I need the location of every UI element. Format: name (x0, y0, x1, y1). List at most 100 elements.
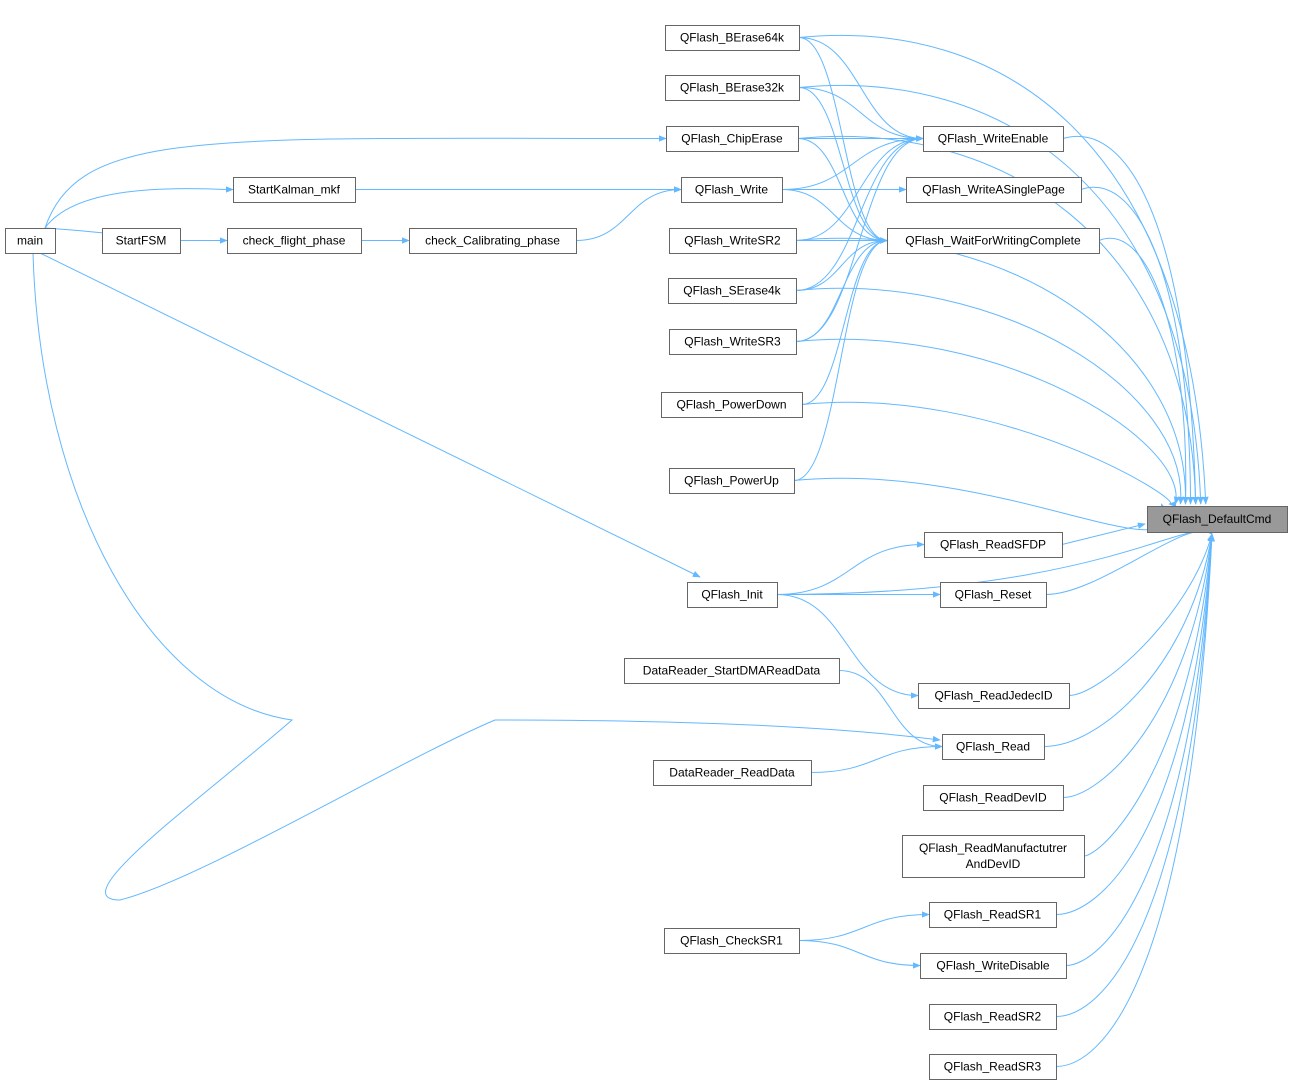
edge-WriteDisable-to-DefaultCmd (1065, 533, 1215, 966)
node-box (661, 392, 803, 418)
node-label: StartKalman_mkf (248, 183, 341, 197)
node-label: QFlash_ReadSR3 (944, 1060, 1042, 1074)
node-CheckSR1[interactable]: QFlash_CheckSR1 (664, 928, 800, 954)
node-SErase4k[interactable]: QFlash_SErase4k (668, 278, 797, 304)
node-ReadSR1[interactable]: QFlash_ReadSR1 (929, 902, 1057, 928)
node-box (687, 582, 778, 608)
edge-ReadJedecID-to-DefaultCmd (1068, 533, 1214, 696)
node-box (5, 228, 56, 254)
node-label: QFlash_ReadSFDP (940, 538, 1046, 552)
edge-main-to-StartKalman_mkf (44, 186, 234, 229)
node-label-line: QFlash_ReadManufactutrer (919, 841, 1067, 855)
node-label: DataReader_StartDMAReadData (643, 664, 821, 678)
node-label: QFlash_Read (956, 740, 1030, 754)
node-box (669, 228, 797, 254)
node-box (906, 177, 1082, 203)
node-box (669, 329, 797, 355)
node-label: QFlash_Write (695, 183, 768, 197)
node-check_flight_phase[interactable]: check_flight_phase (227, 228, 362, 254)
node-main[interactable]: main (5, 228, 56, 254)
node-box (920, 953, 1067, 979)
node-box (929, 902, 1057, 928)
node-WriteSR2[interactable]: QFlash_WriteSR2 (669, 228, 797, 254)
node-label: QFlash_BErase32k (680, 81, 785, 95)
node-label: QFlash_SErase4k (683, 284, 781, 298)
edge-SErase4k-to-DefaultCmd (795, 287, 1185, 505)
edge-WaitFor-to-DefaultCmd (1098, 237, 1189, 505)
edge-PowerUp-to-WaitFor (793, 237, 888, 481)
node-label: QFlash_ReadSR1 (944, 908, 1042, 922)
node-box (929, 1054, 1057, 1080)
node-Init[interactable]: QFlash_Init (687, 582, 778, 608)
edge-SErase4k-to-WriteEnable (795, 135, 924, 291)
node-box (668, 278, 797, 304)
node-ReadSR2[interactable]: QFlash_ReadSR2 (929, 1004, 1057, 1030)
edge-ReadSFDP-to-DefaultCmd (1061, 522, 1146, 545)
node-label: QFlash_PowerUp (684, 474, 779, 488)
node-box (940, 582, 1047, 608)
edge-check_Calibrating_phase-to-Write (575, 186, 682, 241)
node-ReadJedecID[interactable]: QFlash_ReadJedecID (918, 683, 1070, 709)
edge-BErase32k-to-WaitFor (798, 87, 888, 244)
node-PowerDown[interactable]: QFlash_PowerDown (661, 392, 803, 418)
node-label: QFlash_PowerDown (676, 398, 786, 412)
node-StartKalman_mkf[interactable]: StartKalman_mkf (233, 177, 356, 203)
edges-layer (32, 34, 1215, 1067)
node-WriteEnable[interactable]: QFlash_WriteEnable (923, 126, 1064, 152)
edge-BErase64k-to-WriteEnable (798, 37, 924, 142)
node-label: QFlash_ReadSR2 (944, 1010, 1042, 1024)
node-label: main (17, 234, 43, 248)
node-label: QFlash_ReadDevID (939, 791, 1047, 805)
edge-BErase64k-to-DefaultCmd (798, 34, 1209, 505)
node-box (624, 658, 840, 684)
edge-PowerUp-to-DefaultCmd (793, 477, 1167, 531)
node-WaitFor[interactable]: QFlash_WaitForWritingComplete (887, 228, 1100, 254)
node-ReadDevID[interactable]: QFlash_ReadDevID (923, 785, 1064, 811)
node-PowerUp[interactable]: QFlash_PowerUp (669, 468, 795, 494)
edge-WriteSR3-to-WaitFor (795, 237, 888, 342)
node-box (669, 468, 795, 494)
edge-main-to-ChipErase (44, 135, 667, 229)
node-Read[interactable]: QFlash_Read (942, 734, 1045, 760)
edge-Init-to-ReadJedecID (776, 594, 919, 699)
node-box (887, 228, 1100, 254)
node-label: QFlash_Init (701, 588, 763, 602)
edge-ReadDevID-to-DefaultCmd (1062, 533, 1215, 798)
node-StartDMA[interactable]: DataReader_StartDMAReadData (624, 658, 840, 684)
node-label: QFlash_WriteSR3 (684, 335, 781, 349)
node-StartFSM[interactable]: StartFSM (102, 228, 181, 254)
node-box (923, 785, 1064, 811)
node-Write[interactable]: QFlash_Write (681, 177, 783, 203)
node-WriteSR3[interactable]: QFlash_WriteSR3 (669, 329, 797, 355)
edge-ReadSR1-to-DefaultCmd (1055, 533, 1215, 915)
node-box (665, 25, 800, 51)
edge-Reset-to-DefaultCmd (1045, 526, 1213, 595)
node-DefaultCmd[interactable]: QFlash_DefaultCmd (1147, 506, 1288, 533)
node-box (902, 835, 1085, 878)
node-BErase64k[interactable]: QFlash_BErase64k (665, 25, 800, 51)
node-ReadSFDP[interactable]: QFlash_ReadSFDP (924, 532, 1063, 558)
node-Reset[interactable]: QFlash_Reset (940, 582, 1047, 608)
edge-StartDMA-to-Read (838, 670, 943, 750)
node-WriteASinglePage[interactable]: QFlash_WriteASinglePage (906, 177, 1082, 203)
node-check_Calibrating_phase[interactable]: check_Calibrating_phase (409, 228, 577, 254)
node-BErase32k[interactable]: QFlash_BErase32k (665, 75, 800, 101)
edge-main-to-Read (32, 252, 941, 901)
node-label: check_flight_phase (243, 234, 346, 248)
edge-ReadManuf-to-DefaultCmd (1083, 533, 1215, 857)
node-WriteDisable[interactable]: QFlash_WriteDisable (920, 953, 1067, 979)
edge-WriteEnable-to-DefaultCmd (1062, 136, 1199, 505)
node-box (1147, 506, 1288, 533)
node-ReadData[interactable]: DataReader_ReadData (653, 760, 812, 786)
edge-Init-to-ReadSFDP (776, 541, 925, 595)
edge-CheckSR1-to-WriteDisable (798, 940, 921, 969)
node-box (942, 734, 1045, 760)
edge-ReadSR2-to-DefaultCmd (1055, 533, 1215, 1017)
node-box (665, 75, 800, 101)
node-label: QFlash_ReadJedecID (934, 689, 1052, 703)
node-ReadSR3[interactable]: QFlash_ReadSR3 (929, 1054, 1057, 1080)
node-ChipErase[interactable]: QFlash_ChipErase (666, 126, 799, 152)
node-box (923, 126, 1064, 152)
edge-PowerDown-to-WaitFor (801, 237, 888, 405)
